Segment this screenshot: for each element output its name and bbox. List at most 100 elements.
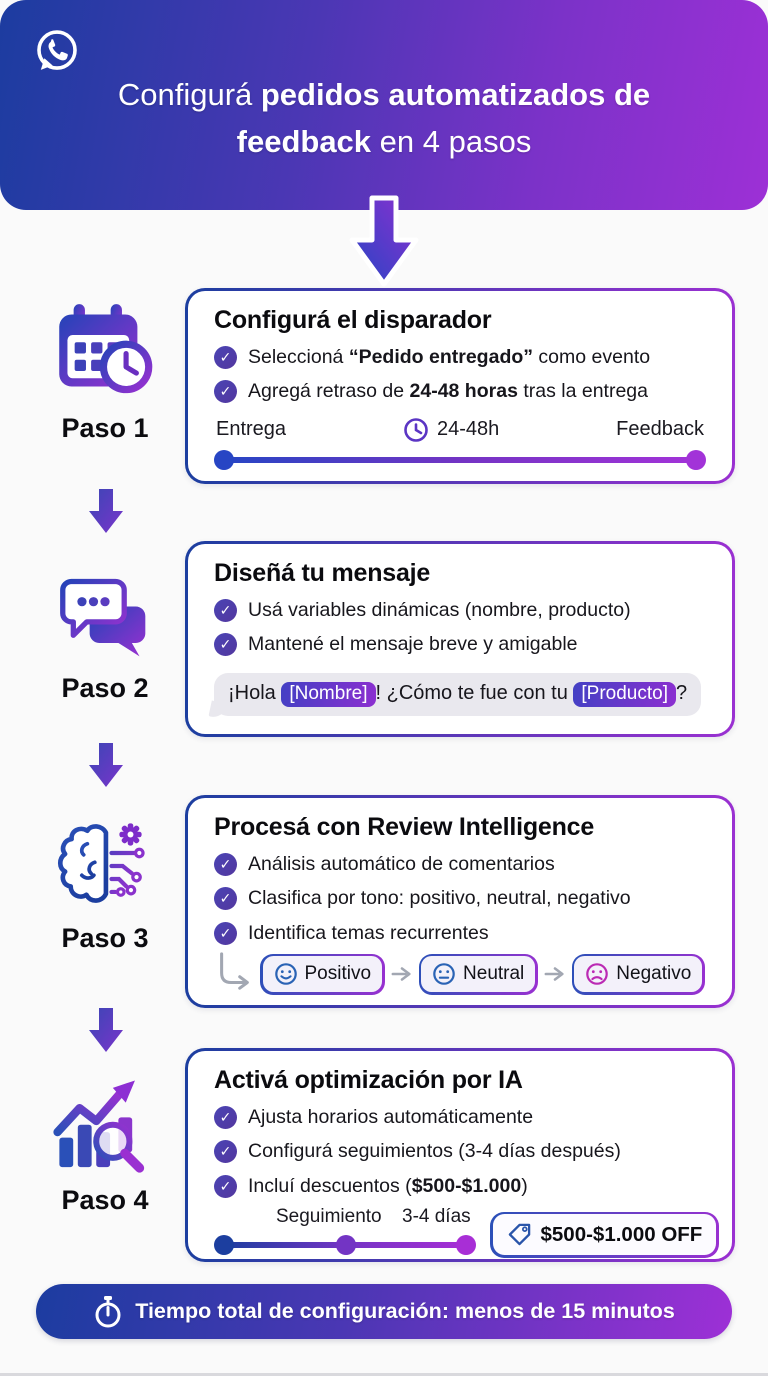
check-icon: ✓ bbox=[214, 633, 237, 657]
connector-arrow-icon bbox=[89, 743, 123, 787]
item-text: tras la entrega bbox=[517, 380, 648, 403]
title-regular-1: Configurá bbox=[117, 77, 261, 112]
followup-label: 3-4 días bbox=[402, 1205, 471, 1227]
item-text: Seleccioná bbox=[248, 346, 349, 368]
variable-badge-producto: [Producto] bbox=[573, 681, 676, 707]
step-3-title: Procesá con Review Intelligence bbox=[214, 813, 595, 841]
step-4-title: Activá optimización por IA bbox=[214, 1066, 523, 1094]
step-3-side: Paso 3 bbox=[38, 816, 172, 954]
item-text: Agregá retraso de bbox=[248, 380, 410, 403]
neutral-face-icon bbox=[433, 963, 455, 986]
followup-row: Seguimiento 3-4 días $500-$1.000 OFF bbox=[214, 1206, 719, 1259]
step-1-card: Configurá el disparador ✓ Seleccioná “Pe… bbox=[185, 288, 735, 484]
step-4-label: Paso 4 bbox=[61, 1185, 149, 1215]
timeline-end-label: Feedback bbox=[616, 418, 704, 440]
happy-face-icon bbox=[274, 963, 297, 986]
connector-arrow-icon bbox=[89, 489, 123, 533]
step-1-title: Configurá el disparador bbox=[214, 306, 492, 334]
timeline-dot bbox=[336, 1234, 356, 1255]
sentiment-label: Negativo bbox=[616, 963, 692, 985]
step-4-card: Activá optimización por IA ✓ Ajusta hora… bbox=[185, 1048, 735, 1262]
timeline-start-label: Entrega bbox=[216, 418, 287, 440]
step-1-side: Paso 1 bbox=[38, 298, 172, 444]
price-tag-icon bbox=[508, 1223, 530, 1246]
check-icon: ✓ bbox=[214, 1106, 237, 1129]
list-item: ✓ Análisis automático de comentarios bbox=[214, 850, 706, 879]
total-time-banner: Tiempo total de configuración: menos de … bbox=[36, 1284, 732, 1339]
calendar-clock-icon bbox=[59, 304, 153, 394]
message-text: ¡Hola bbox=[228, 681, 282, 704]
step-1-label: Paso 1 bbox=[61, 413, 149, 443]
sentiment-pill-negativo: Negativo bbox=[571, 953, 705, 995]
gear-icon bbox=[119, 823, 142, 846]
sentiment-flow: Positivo Neutral bbox=[214, 952, 706, 995]
discount-badge: $500-$1.000 OFF bbox=[490, 1211, 719, 1258]
item-text: Configurá seguimientos (3-4 días después… bbox=[248, 1140, 621, 1163]
message-text: ? bbox=[675, 681, 688, 704]
item-text: como evento bbox=[533, 346, 651, 368]
followup-timeline: Seguimiento 3-4 días bbox=[214, 1206, 476, 1259]
followup-label: Seguimiento bbox=[276, 1205, 382, 1227]
clock-icon bbox=[404, 417, 428, 442]
timeline-dot-start bbox=[214, 449, 234, 470]
branch-arrow-icon bbox=[220, 952, 249, 990]
timeline-dot-end bbox=[686, 449, 706, 470]
list-item: ✓ Usá variables dinámicas (nombre, produ… bbox=[214, 596, 706, 625]
step-2-side: Paso 2 bbox=[38, 570, 172, 704]
timeline-mid-label: 24-48h bbox=[436, 418, 500, 440]
variable-badge-nombre: [Nombre] bbox=[281, 681, 376, 707]
right-arrow-icon bbox=[544, 967, 564, 982]
down-arrow-icon bbox=[349, 195, 419, 287]
list-item: ✓ Seleccioná “Pedido entregado” como eve… bbox=[214, 343, 706, 372]
page-title: Configurá pedidos automatizados de feedb… bbox=[64, 72, 704, 165]
step-4-side: Paso 4 bbox=[38, 1076, 172, 1216]
chart-search-icon bbox=[53, 1080, 145, 1173]
message-text: ! ¿Cómo te fue con tu bbox=[375, 681, 574, 704]
item-text: Análisis automático de comentarios bbox=[248, 853, 555, 875]
list-item: ✓ Identifica temas recurrentes bbox=[214, 919, 706, 948]
check-icon: ✓ bbox=[214, 380, 237, 404]
timeline-dot bbox=[456, 1234, 476, 1255]
timeline-dot bbox=[214, 1234, 234, 1255]
right-arrow-icon bbox=[391, 967, 411, 982]
item-text: Mantené el mensaje breve y amigable bbox=[248, 633, 578, 656]
title-bold: pedidos automatizados de feedback bbox=[236, 77, 651, 159]
timeline-line bbox=[224, 456, 696, 463]
discount-text: $500-$1.000 OFF bbox=[540, 1222, 703, 1246]
list-item: ✓ Mantené el mensaje breve y amigable bbox=[214, 630, 706, 659]
brain-circuit-icon bbox=[57, 823, 145, 903]
list-item: ✓ Agregá retraso de 24-48 horas tras la … bbox=[214, 377, 706, 406]
item-text: Ajusta horarios automáticamente bbox=[248, 1106, 534, 1128]
check-icon: ✓ bbox=[214, 1174, 237, 1198]
stopwatch-icon bbox=[95, 1295, 121, 1327]
check-icon: ✓ bbox=[214, 599, 237, 622]
chat-bubbles-icon bbox=[60, 578, 146, 657]
list-item: ✓ Configurá seguimientos (3-4 días despu… bbox=[214, 1137, 706, 1166]
item-text-bold: 24-48 horas bbox=[409, 380, 518, 403]
list-item: ✓ Ajusta horarios automáticamente bbox=[214, 1103, 706, 1132]
item-text-bold: $500-$1.000 bbox=[411, 1174, 522, 1197]
message-preview-bubble: ¡Hola [Nombre]! ¿Cómo te fue con tu [Pro… bbox=[214, 672, 702, 716]
check-icon: ✓ bbox=[214, 887, 237, 911]
sad-face-icon bbox=[586, 963, 609, 986]
header-banner: Configurá pedidos automatizados de feedb… bbox=[0, 0, 768, 210]
sentiment-label: Positivo bbox=[304, 963, 372, 985]
step-2-title: Diseñá tu mensaje bbox=[214, 559, 431, 587]
whatsapp-icon bbox=[37, 30, 77, 70]
check-icon: ✓ bbox=[214, 853, 237, 876]
step-2-card: Diseñá tu mensaje ✓ Usá variables dinámi… bbox=[185, 541, 735, 737]
item-text: Identifica temas recurrentes bbox=[248, 921, 489, 944]
connector-arrow-icon bbox=[89, 1008, 123, 1052]
list-item: ✓ Incluí descuentos ($500-$1.000) bbox=[214, 1172, 706, 1201]
sentiment-label: Neutral bbox=[463, 963, 525, 985]
item-text: Incluí descuentos ( bbox=[248, 1174, 412, 1197]
check-icon: ✓ bbox=[214, 921, 237, 945]
check-icon: ✓ bbox=[214, 346, 237, 369]
item-text: Usá variables dinámicas (nombre, product… bbox=[248, 599, 631, 621]
sentiment-pill-neutral: Neutral bbox=[418, 953, 538, 995]
list-item: ✓ Clasifica por tono: positivo, neutral,… bbox=[214, 884, 706, 913]
check-icon: ✓ bbox=[214, 1140, 237, 1164]
item-text: ) bbox=[521, 1174, 528, 1197]
step-2-label: Paso 2 bbox=[61, 673, 149, 703]
